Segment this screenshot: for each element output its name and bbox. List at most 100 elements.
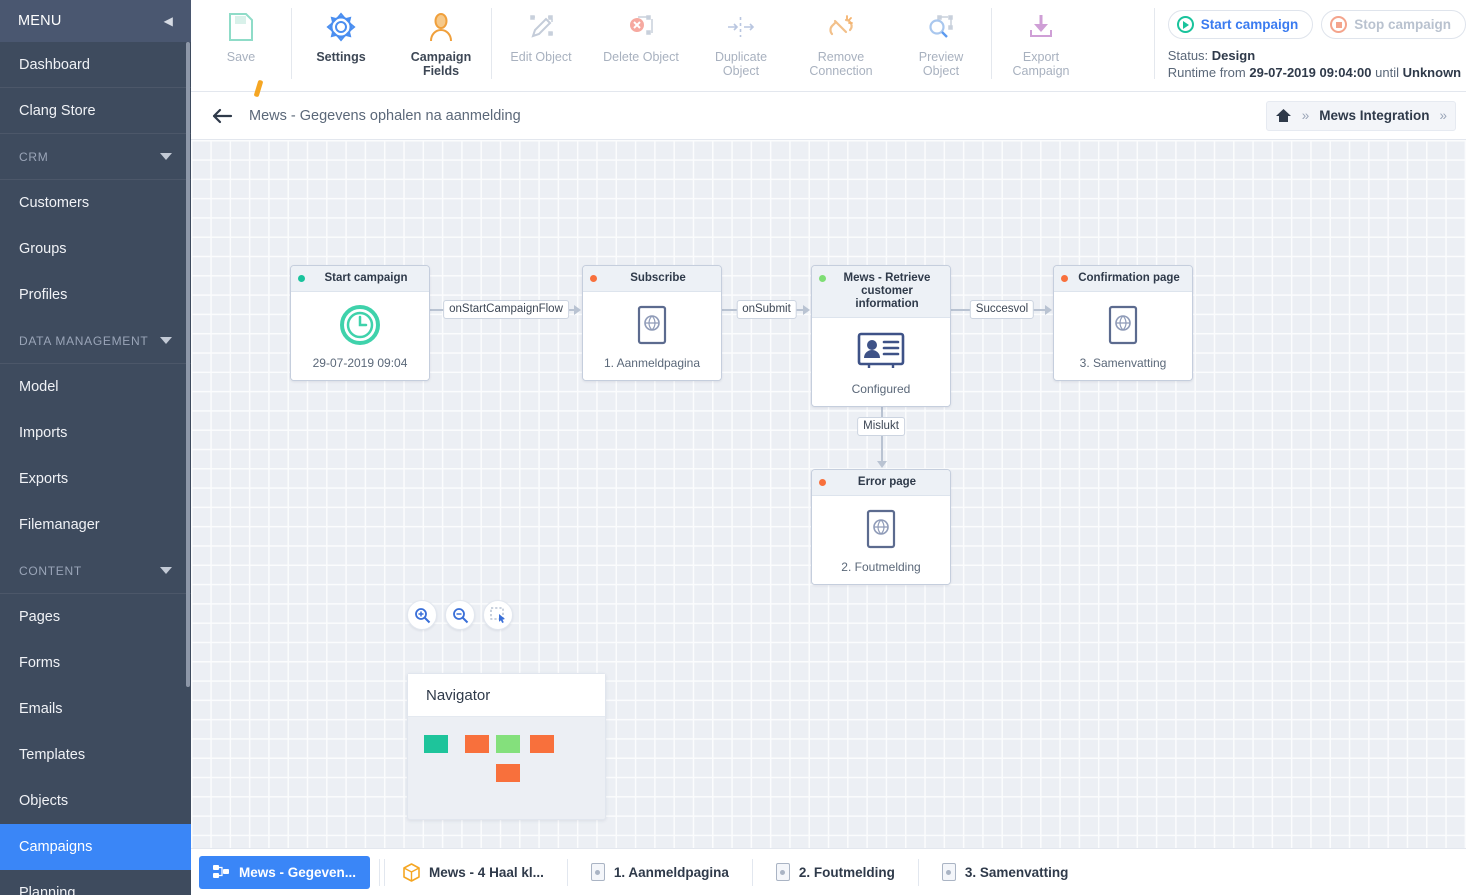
main-area: Save Settings xyxy=(191,0,1466,895)
titlebar: Mews - Gegevens ophalen na aanmelding » … xyxy=(191,92,1466,140)
sidebar-item-label: Clang Store xyxy=(19,102,96,119)
node-status-dot xyxy=(1061,275,1068,282)
zoom-in-icon[interactable] xyxy=(407,600,437,630)
stop-campaign-button[interactable]: Stop campaign xyxy=(1321,10,1466,39)
sidebar-item-clang-store[interactable]: Clang Store xyxy=(0,88,191,134)
sidebar-item-campaigns[interactable]: Campaigns xyxy=(0,824,191,870)
navigator-minimap[interactable] xyxy=(408,717,605,820)
web-page-icon xyxy=(1107,302,1139,348)
taskbar-tab-label: Mews - Gegeven... xyxy=(239,864,357,880)
sidebar-item-profiles[interactable]: Profiles xyxy=(0,272,191,318)
delete-object-label: Delete Object xyxy=(603,50,679,64)
sidebar-item-model[interactable]: Model xyxy=(0,364,191,410)
sidebar-item-groups[interactable]: Groups xyxy=(0,226,191,272)
sidebar-group-content[interactable]: CONTENT xyxy=(0,548,191,594)
sidebar-item-planning[interactable]: Planning xyxy=(0,870,191,895)
sidebar-header[interactable]: MENU ◀ xyxy=(0,0,191,42)
navigator-node-thumb[interactable] xyxy=(465,735,489,753)
marquee-select-icon[interactable] xyxy=(483,600,513,630)
navigator-node-thumb[interactable] xyxy=(496,735,520,753)
sidebar-item-pages[interactable]: Pages xyxy=(0,594,191,640)
node-title: Subscribe xyxy=(630,272,686,284)
sidebar-item-label: Groups xyxy=(19,241,67,257)
navigator-title: Navigator xyxy=(408,674,605,717)
taskbar-tab-3[interactable]: 1. Aanmeldpagina xyxy=(577,856,743,889)
navigator-panel[interactable]: Navigator xyxy=(407,673,606,820)
sidebar-item-forms[interactable]: Forms xyxy=(0,640,191,686)
navigator-node-thumb[interactable] xyxy=(496,764,520,782)
flow-node-subscribe[interactable]: Subscribe 1. Aanmeldpagina xyxy=(582,265,722,381)
edit-object-button[interactable]: Edit Object xyxy=(491,10,591,64)
back-arrow-icon[interactable] xyxy=(205,99,239,133)
sidebar-group-label: CRM xyxy=(19,149,49,164)
sidebar-group-label: DATA MANAGEMENT xyxy=(19,333,149,348)
home-icon[interactable] xyxy=(1275,108,1292,123)
chevron-down-icon[interactable] xyxy=(160,567,172,574)
node-header: Subscribe xyxy=(583,266,721,292)
toolbar-group-object: Edit Object Delete Object xyxy=(491,0,991,91)
sidebar-group-label: CONTENT xyxy=(19,563,82,578)
sidebar-item-emails[interactable]: Emails xyxy=(0,686,191,732)
sidebar-item-filemanager[interactable]: Filemanager xyxy=(0,502,191,548)
edge-label[interactable]: Succesvol xyxy=(969,300,1035,319)
taskbar-tab-label: Mews - 4 Haal kl... xyxy=(429,864,544,880)
start-campaign-button[interactable]: Start campaign xyxy=(1167,10,1314,39)
settings-button[interactable]: Settings xyxy=(291,10,391,64)
sidebar-scrollbar[interactable] xyxy=(186,42,190,687)
contact-card-icon xyxy=(857,328,905,374)
page-icon xyxy=(775,863,790,881)
node-header: Start campaign xyxy=(291,266,429,292)
taskbar-tab-1[interactable]: Mews - Gegeven... xyxy=(199,855,371,889)
taskbar-tabs: Mews - Gegeven... Mews - 4 Haal kl... 1. A… xyxy=(199,855,1083,889)
node-body: 1. Aanmeldpagina xyxy=(583,292,721,380)
chevron-left-icon[interactable]: ◀ xyxy=(163,14,173,28)
node-status-dot xyxy=(819,275,826,282)
sidebar-item-customers[interactable]: Customers xyxy=(0,180,191,226)
save-button[interactable]: Save xyxy=(191,10,291,64)
sidebar-item-exports[interactable]: Exports xyxy=(0,456,191,502)
edge-label[interactable]: onStartCampaignFlow xyxy=(443,300,569,319)
sidebar-group-crm[interactable]: CRM xyxy=(0,134,191,180)
chevron-down-icon[interactable] xyxy=(160,337,172,344)
delete-object-button[interactable]: Delete Object xyxy=(591,10,691,64)
node-status-dot xyxy=(819,479,826,486)
zoom-out-icon[interactable] xyxy=(445,600,475,630)
page-title: Mews - Gegevens ophalen na aanmelding xyxy=(249,107,521,124)
taskbar-tab-4[interactable]: 2. Foutmelding xyxy=(762,856,909,889)
sidebar-group-data-management[interactable]: DATA MANAGEMENT xyxy=(0,318,191,364)
chevron-down-icon[interactable] xyxy=(160,153,172,160)
edge-label[interactable]: Mislukt xyxy=(857,417,905,436)
sidebar-item-templates[interactable]: Templates xyxy=(0,732,191,778)
breadcrumb-sep-2: » xyxy=(1439,108,1447,123)
taskbar-tab-5[interactable]: 3. Samenvatting xyxy=(928,856,1083,889)
edge-label[interactable]: onSubmit xyxy=(736,300,797,319)
navigator-node-thumb[interactable] xyxy=(424,735,448,753)
status-line: Status: Design xyxy=(1167,48,1256,63)
sidebar-item-label: Forms xyxy=(19,655,61,671)
edge-arrowhead-icon xyxy=(1045,305,1052,315)
node-body: Configured xyxy=(812,318,950,406)
web-page-icon xyxy=(865,506,897,552)
breadcrumb-item-mews-integration[interactable]: Mews Integration xyxy=(1319,108,1430,123)
sidebar-item-imports[interactable]: Imports xyxy=(0,410,191,456)
pencil-edit-icon xyxy=(526,10,556,44)
broken-link-icon xyxy=(826,10,856,44)
taskbar-tab-2[interactable]: Mews - 4 Haal kl... xyxy=(389,856,558,889)
navigator-node-thumb[interactable] xyxy=(530,735,554,753)
status-value: Design xyxy=(1211,48,1256,63)
sidebar-item-dashboard[interactable]: Dashboard xyxy=(0,42,191,88)
sidebar-item-objects[interactable]: Objects xyxy=(0,778,191,824)
